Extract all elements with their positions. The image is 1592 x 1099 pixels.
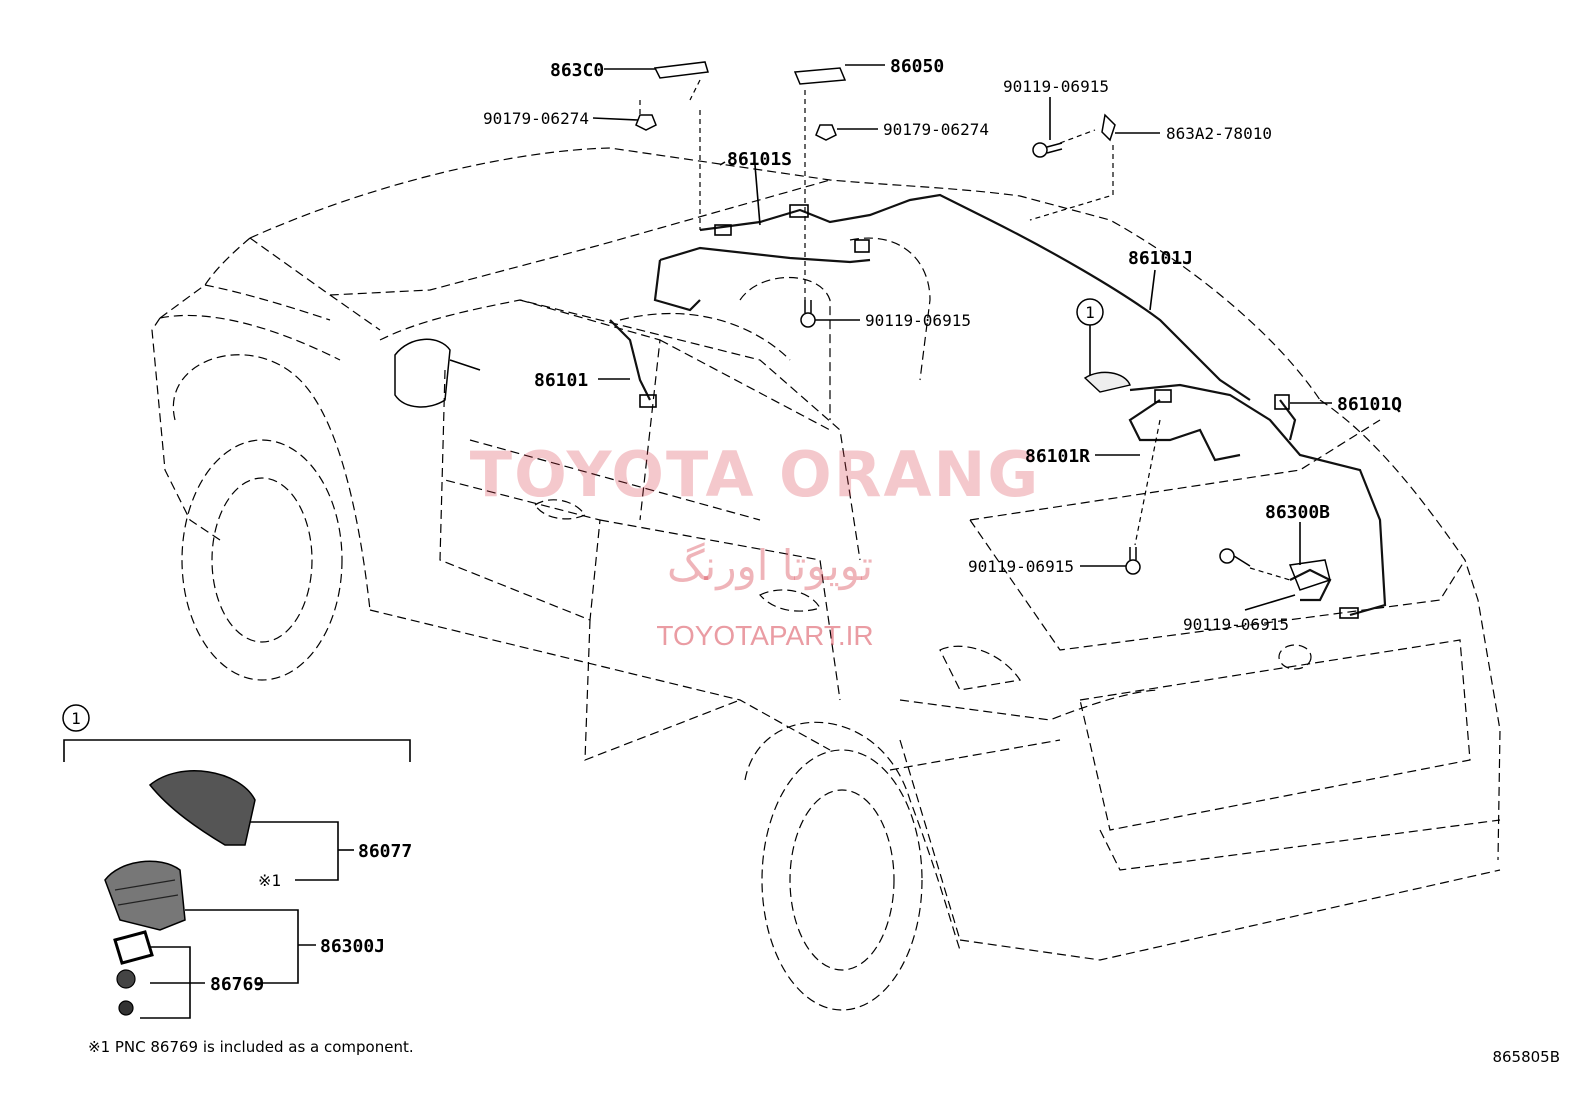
circle-marker-detail: 1 xyxy=(62,704,90,732)
label-86300B: 86300B xyxy=(1265,502,1330,523)
label-90119-top: 90119-06915 xyxy=(1003,77,1109,96)
hardware-glyphs xyxy=(635,61,1331,591)
label-86101J: 86101J xyxy=(1128,248,1193,269)
label-90119-lowleft: 90119-06915 xyxy=(968,557,1074,576)
watermark: TOYOTA ORANG تویوتا اورنگ TOYOTAPART.IR xyxy=(470,438,1040,651)
label-90119-mid: 90119-06915 xyxy=(865,311,971,330)
watermark-url: TOYOTAPART.IR xyxy=(656,620,873,651)
part-labels: 863C0 86050 90119-06915 90179-06274 9017… xyxy=(483,56,1402,634)
watermark-title: TOYOTA ORANG xyxy=(470,438,1040,511)
label-86101: 86101 xyxy=(534,370,588,391)
label-863A2: 863A2-78010 xyxy=(1166,124,1272,143)
label-86101Q: 86101Q xyxy=(1337,394,1402,415)
detail-labels: 86077 ※1 86300J 86769 xyxy=(210,841,412,995)
watermark-script: تویوتا اورنگ xyxy=(667,541,873,590)
circle-marker-roof: 1 xyxy=(1076,298,1104,326)
label-note-ref: ※1 xyxy=(258,871,281,890)
label-90119-lowright: 90119-06915 xyxy=(1183,615,1289,634)
label-863C0: 863C0 xyxy=(550,60,604,81)
label-90179-right: 90179-06274 xyxy=(883,120,989,139)
diagram-code: 865805B xyxy=(1492,1048,1560,1066)
label-86077: 86077 xyxy=(358,841,412,862)
footnote: ※1 PNC 86769 is included as a component. xyxy=(88,1038,414,1056)
vehicle-outline xyxy=(151,147,1501,1011)
label-86300J: 86300J xyxy=(320,936,385,957)
label-90179-left: 90179-06274 xyxy=(483,109,589,128)
detail-parts xyxy=(104,770,256,1016)
wire-harnesses xyxy=(609,193,1387,619)
label-86050: 86050 xyxy=(890,56,944,77)
circle-marker-roof-text: 1 xyxy=(1085,303,1095,322)
leader-lines xyxy=(63,64,1332,1019)
label-86101R: 86101R xyxy=(1025,446,1090,467)
label-86769: 86769 xyxy=(210,974,264,995)
circle-marker-detail-text: 1 xyxy=(71,709,81,728)
label-86101S: 86101S xyxy=(727,149,792,170)
